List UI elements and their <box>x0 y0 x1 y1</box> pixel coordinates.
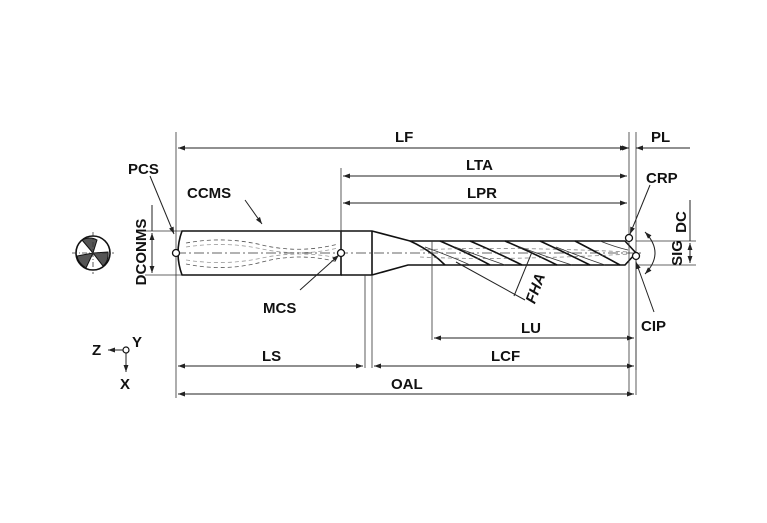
label-lu: LU <box>521 320 541 337</box>
label-pl: PL <box>651 129 670 146</box>
label-mcs: MCS <box>263 300 296 317</box>
coordinate-axes-icon <box>108 346 130 372</box>
cip-point <box>631 251 641 261</box>
crp-point <box>624 233 634 243</box>
label-fha: FHA <box>523 271 550 306</box>
label-oal: OAL <box>391 376 423 393</box>
axis-label-x: X <box>120 376 130 393</box>
pcs-point <box>171 248 181 258</box>
drill-end-view-icon <box>72 232 114 274</box>
label-cip: CIP <box>641 318 666 335</box>
label-ls: LS <box>262 348 281 365</box>
label-lf: LF <box>395 129 413 146</box>
label-dconms: DCONMS <box>133 219 150 286</box>
axis-label-y: Y <box>132 334 142 351</box>
label-lpr: LPR <box>467 185 497 202</box>
label-pcs: PCS <box>128 161 159 178</box>
reference-points <box>171 233 641 261</box>
mcs-point <box>336 248 346 258</box>
leader-lines <box>149 175 655 313</box>
dimension-lines <box>149 145 693 397</box>
drill-body <box>177 230 638 276</box>
label-sig: SIG <box>669 240 686 266</box>
axis-label-z: Z <box>92 342 101 359</box>
label-crp: CRP <box>646 170 678 187</box>
label-dc: DC <box>673 211 690 233</box>
label-ccms: CCMS <box>187 185 231 202</box>
label-lcf: LCF <box>491 348 520 365</box>
label-lta: LTA <box>466 157 493 174</box>
